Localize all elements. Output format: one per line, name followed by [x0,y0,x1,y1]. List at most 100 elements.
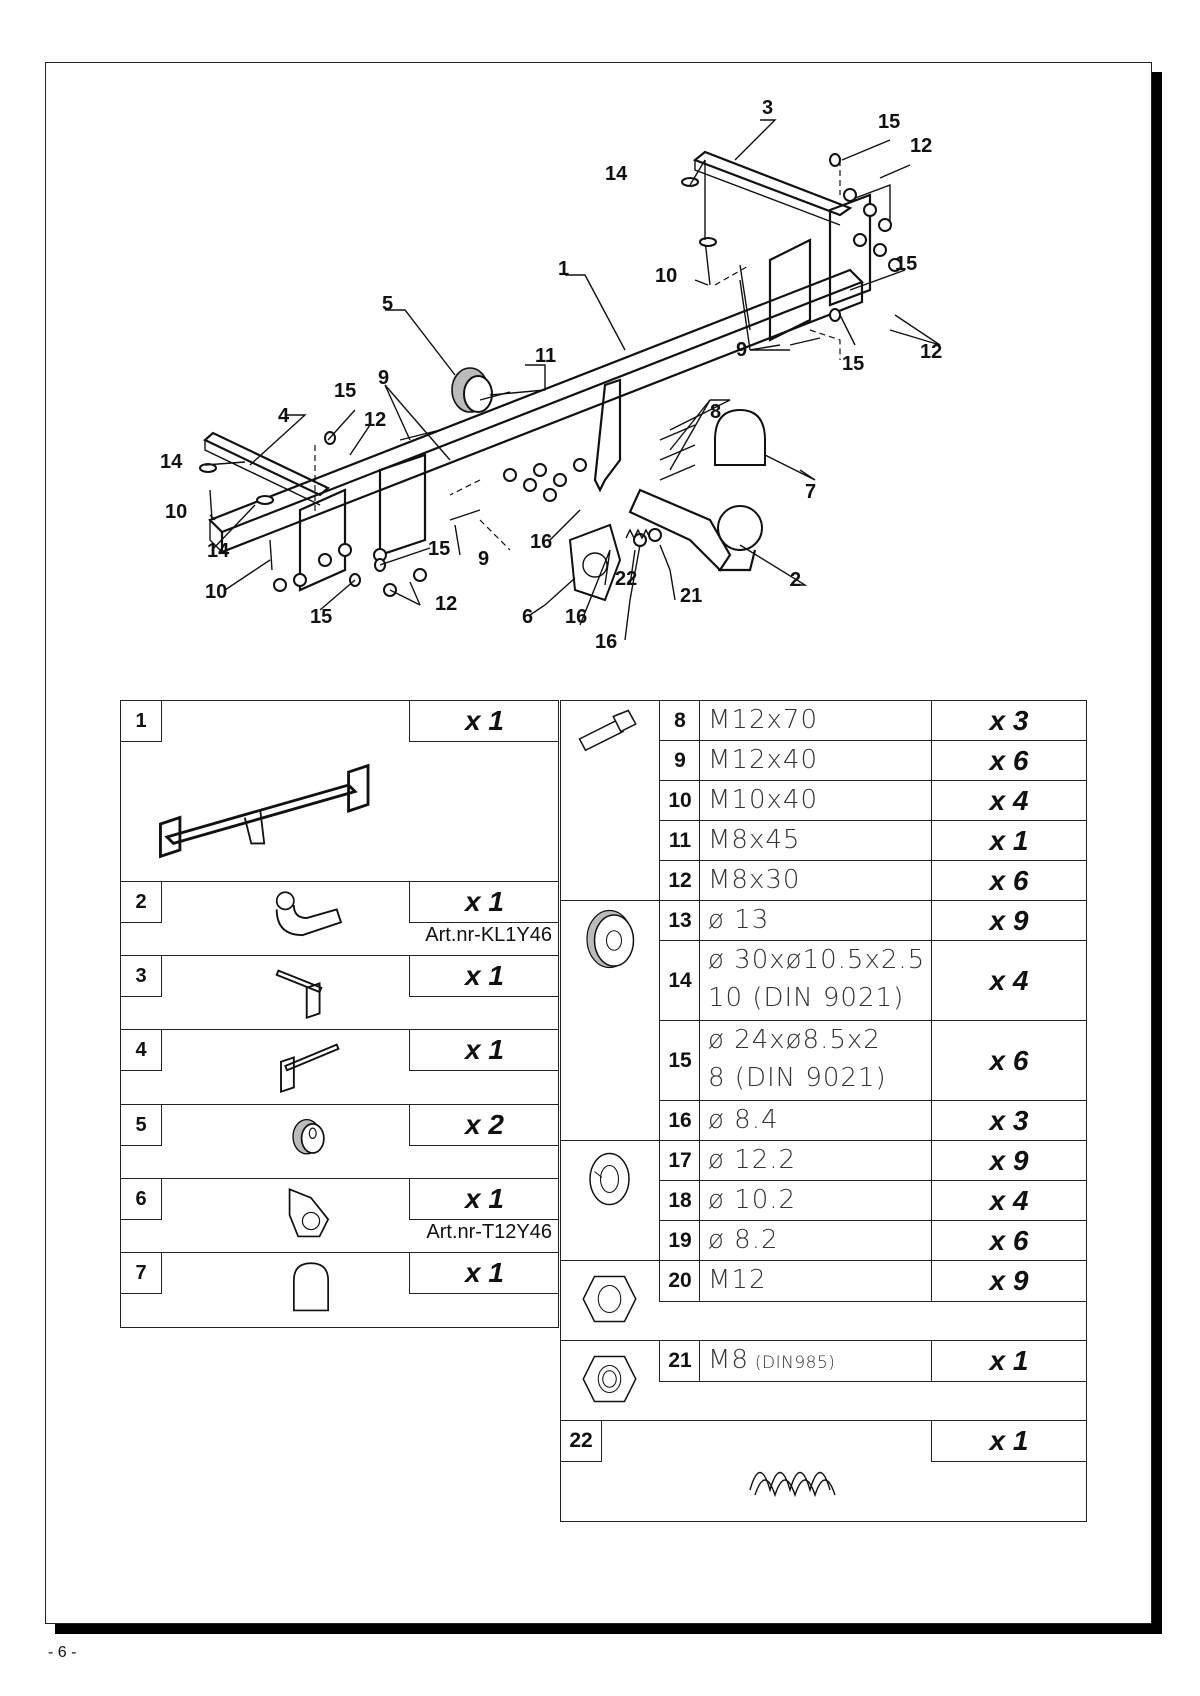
part-quantity: x 1 [409,882,559,923]
row-spec-cell: M8x30 [699,860,933,902]
row-quantity-cell: x 6 [931,1220,1087,1262]
row-number-cell: 20 [659,1260,701,1302]
spring-icon [749,1471,836,1498]
row-spec-cell: M12x40 [699,740,933,782]
callout-15: 15 [878,111,900,133]
row-number: 12 [668,869,692,892]
part-number: 3 [121,956,162,997]
row-spec-cell: M12x70 [699,700,933,742]
part-5-icon [292,1118,325,1155]
row-number-cell: 12 [659,860,701,902]
row-spec-cell: M8 (DIN985) [699,1340,933,1382]
row-quantity-cell: x 3 [931,1100,1087,1142]
hex-nut-icon [582,1275,637,1323]
callout-4: 4 [278,405,290,427]
callout-9: 9 [378,367,389,389]
callout-15: 15 [428,538,450,560]
fastener-spec: ø 30xø10.5x2.5 [708,945,926,975]
part-number: 5 [121,1105,162,1146]
callout-15: 15 [334,380,356,402]
fastener-spec: M8x45 [708,825,801,855]
fastener-spec-line2: 10 (DIN 9021) [708,983,905,1013]
row-quantity: x 3 [989,705,1029,736]
callout-1: 1 [558,258,569,280]
fastener-spec: M10x40 [708,785,818,815]
lock-nut-icon [582,1355,637,1403]
part-number: 7 [121,1253,162,1294]
row-number-cell: 11 [659,820,701,862]
fastener-spec-note: (DIN985) [748,1353,836,1373]
spring-quantity-cell: x 1 [931,1420,1087,1462]
row-quantity: x 4 [989,965,1029,996]
row-quantity: x 6 [989,865,1029,896]
row-number: 15 [668,1049,692,1072]
row-quantity: x 6 [989,745,1029,776]
row-quantity: x 9 [989,1265,1029,1296]
fastener-spec: ø 12.2 [708,1145,797,1175]
row-number: 8 [674,709,686,732]
fastener-spec: M12x70 [708,705,818,735]
fastener-spec: ø 24xø8.5x2 [708,1025,881,1055]
row-quantity-cell: x 1 [931,820,1087,862]
row-quantity-cell: x 9 [931,900,1087,942]
callout-9: 9 [736,339,747,361]
fastener-spec: M12 [708,1265,767,1295]
row-spec-cell: ø 12.2 [699,1140,933,1182]
callout-14: 14 [605,163,628,185]
row-quantity: x 1 [989,825,1029,856]
fastener-spec-line2: 8 (DIN 9021) [708,1063,887,1093]
bolt-icon [578,709,637,752]
row-quantity-cell: x 9 [931,1260,1087,1302]
row-number-cell: 13 [659,900,701,942]
callout-12: 12 [435,593,457,615]
part-quantity: x 1 [409,1253,559,1294]
row-spec-cell: M10x40 [699,780,933,822]
row-number: 16 [668,1109,692,1132]
callout-3: 3 [762,100,773,119]
part-quantity: x 2 [409,1105,559,1146]
spring-number-cell: 22 [560,1420,602,1462]
exploded-assembly-diagram: 3 15 12 14 15 1 10 5 11 9 12 15 9 15 8 4… [160,100,942,653]
part-1-icon [159,763,370,859]
row-number-cell: 9 [659,740,701,782]
row-quantity: x 4 [989,1185,1029,1216]
callout-16: 16 [530,531,552,553]
fastener-spec: ø 8.4 [708,1105,779,1135]
fastener-spec: M8 (DIN985) [708,1345,836,1375]
row-number-cell: 16 [659,1100,701,1142]
row-quantity-cell: x 3 [931,700,1087,742]
row-number: 18 [668,1189,692,1212]
row-quantity: x 3 [989,1105,1029,1136]
callout-2: 2 [790,569,801,591]
callout-10: 10 [205,581,227,603]
part-article-number: Art.nr-T12Y46 [426,1221,552,1243]
part-6-icon [288,1188,330,1238]
fastener-spec: ø 13 [708,905,770,935]
row-number-cell: 18 [659,1180,701,1222]
callout-14: 14 [160,451,183,473]
row-quantity-cell: x 4 [931,940,1087,1022]
row-quantity: x 9 [989,905,1029,936]
callout-9: 9 [478,548,489,570]
row-quantity-cell: x 9 [931,1140,1087,1182]
row-spec-cell: M12 [699,1260,933,1302]
part-number: 6 [121,1179,162,1220]
row-number: 20 [668,1269,692,1292]
part-quantity: x 1 [409,701,559,742]
row-quantity: x 1 [989,1425,1029,1456]
row-spec-cell: ø 8.4 [699,1100,933,1142]
row-quantity-cell: x 6 [931,860,1087,902]
callout-12: 12 [920,341,942,363]
row-number: 14 [668,969,692,992]
row-number-cell: 19 [659,1220,701,1262]
row-number-cell: 10 [659,780,701,822]
part-7-icon [293,1262,329,1312]
row-quantity-cell: x 1 [931,1340,1087,1382]
row-spec-cell: ø 8.2 [699,1220,933,1262]
part-quantity: x 1 [409,1030,559,1071]
row-number: 10 [668,789,692,812]
